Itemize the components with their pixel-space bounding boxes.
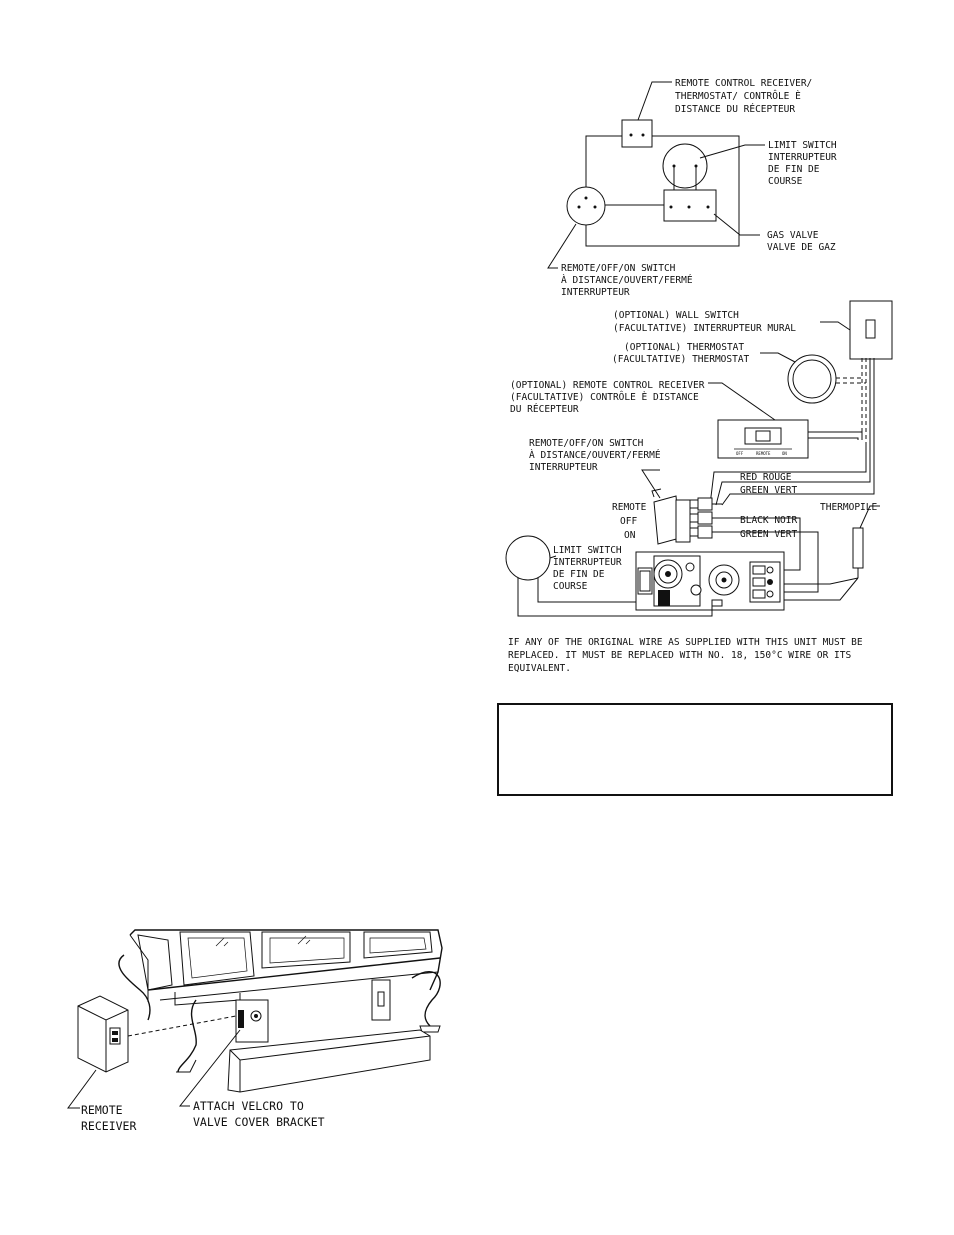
wiring-switch-label-2: À DISTANCE/OUVERT/FERMÉ — [529, 449, 661, 461]
schematic-limit-switch — [662, 143, 708, 189]
schematic-valve-label-2: VALVE DE GAZ — [767, 242, 836, 253]
schematic-limit-label-4: COURSE — [768, 176, 803, 187]
limit-switch-disc — [505, 535, 551, 581]
remote-receiver-label-2: RECEIVER — [81, 1119, 136, 1133]
wire-replacement-note: IF ANY OF THE ORIGINAL WIRE AS SUPPLIED … — [508, 637, 863, 674]
wire-green-label-2: GREEN VERT — [740, 529, 797, 540]
receiver-face-remote: REMOTE — [756, 451, 771, 456]
connector-remote — [697, 497, 713, 511]
note-line-2: REPLACED. IT MUST BE REPLACED WITH NO. 1… — [508, 650, 851, 661]
wall-switch-toggle — [865, 319, 876, 339]
position-remote-label: REMOTE — [612, 502, 647, 513]
connector-off — [697, 511, 713, 525]
receiver-face-on: ON — [782, 451, 787, 456]
wiring-receiver-label-2: (FACULTATIVE) CONTRÔLE È DISTANCE — [510, 391, 699, 403]
wire-black-label: BLACK NOIR — [740, 515, 797, 526]
schematic-labels: REMOTE CONTROL RECEIVER/ THERMOSTAT/ CON… — [561, 78, 837, 298]
position-off-label: OFF — [620, 516, 637, 527]
schematic-switch-label-2: À DISTANCE/OUVERT/FERMÉ — [561, 274, 693, 286]
remote-receiver-label-1: REMOTE — [81, 1103, 123, 1117]
wire-green-label-1: GREEN VERT — [740, 485, 797, 496]
wiring-receiver-label-1: (OPTIONAL) REMOTE CONTROL RECEIVER — [510, 380, 705, 391]
wiring-limit-label-3: DE FIN DE — [553, 569, 605, 580]
wiring-switch-label-1: REMOTE/OFF/ON SWITCH — [529, 438, 644, 449]
wiring-receiver-label-3: DU RÉCEPTEUR — [510, 403, 579, 415]
receiver-face-off: OFF — [736, 451, 744, 456]
connector-on — [697, 525, 713, 539]
schematic-diagram — [547, 81, 765, 269]
position-on-label: ON — [624, 530, 636, 541]
install-labels: REMOTE RECEIVER ATTACH VELCRO TO VALVE C… — [81, 1099, 325, 1133]
wiring-limit-label-2: INTERRUPTEUR — [553, 557, 622, 568]
note-line-1: IF ANY OF THE ORIGINAL WIRE AS SUPPLIED … — [508, 637, 863, 648]
schematic-switch — [566, 186, 606, 226]
wiring-limit-label-1: LIMIT SWITCH — [553, 545, 622, 556]
wiring-switch-label-3: INTERRUPTEUR — [529, 462, 598, 473]
schematic-switch-label-1: REMOTE/OFF/ON SWITCH — [561, 263, 676, 274]
schematic-limit-label-3: DE FIN DE — [768, 164, 820, 175]
wiring-diagram: OFF REMOTE ON — [505, 300, 893, 617]
schematic-gas-valve — [663, 189, 717, 222]
schematic-switch-label-3: INTERRUPTEUR — [561, 287, 630, 298]
hearth-base — [227, 1029, 431, 1093]
note-line-3: EQUIVALENT. — [508, 663, 571, 674]
schematic-receiver-label-3: DISTANCE DU RÉCEPTEUR — [675, 103, 795, 115]
thermostat-dial — [787, 354, 837, 404]
receiver-switch-rocker — [755, 430, 771, 442]
wall-switch-label-2: (FACULTATIVE) INTERRUPTEUR MURAL — [613, 323, 796, 334]
schematic-receiver-box — [621, 119, 653, 148]
schematic-receiver-label-2: THERMOSTAT/ CONTRÔLE È — [675, 90, 801, 102]
thermostat-label-1: (OPTIONAL) THERMOSTAT — [624, 342, 744, 353]
attachment-guide-line — [127, 1015, 237, 1037]
stove-illustration — [67, 929, 443, 1109]
velcro-strip — [238, 1010, 244, 1028]
thermopile-label: THERMOPILE — [820, 502, 877, 513]
valve-connector-block — [658, 590, 670, 606]
notice-box — [497, 703, 893, 796]
schematic-receiver-label-1: REMOTE CONTROL RECEIVER/ — [675, 78, 812, 89]
schematic-valve-label-1: GAS VALVE — [767, 230, 819, 241]
wall-switch-label-1: (OPTIONAL) WALL SWITCH — [613, 310, 739, 321]
schematic-limit-label-1: LIMIT SWITCH — [768, 140, 837, 151]
thermostat-label-2: (FACULTATIVE) THERMOSTAT — [612, 354, 750, 365]
remote-receiver-box — [77, 995, 129, 1073]
wiring-labels: (OPTIONAL) WALL SWITCH (FACULTATIVE) INT… — [510, 310, 877, 592]
velcro-label-1: ATTACH VELCRO TO — [193, 1099, 304, 1113]
wiring-limit-label-4: COURSE — [553, 581, 588, 592]
thermopile-probe — [852, 527, 864, 569]
velcro-label-2: VALVE COVER BRACKET — [193, 1115, 325, 1129]
wire-red-label: RED ROUGE — [740, 472, 792, 483]
receiver-rocker — [109, 1027, 121, 1045]
schematic-limit-label-2: INTERRUPTEUR — [768, 152, 837, 163]
